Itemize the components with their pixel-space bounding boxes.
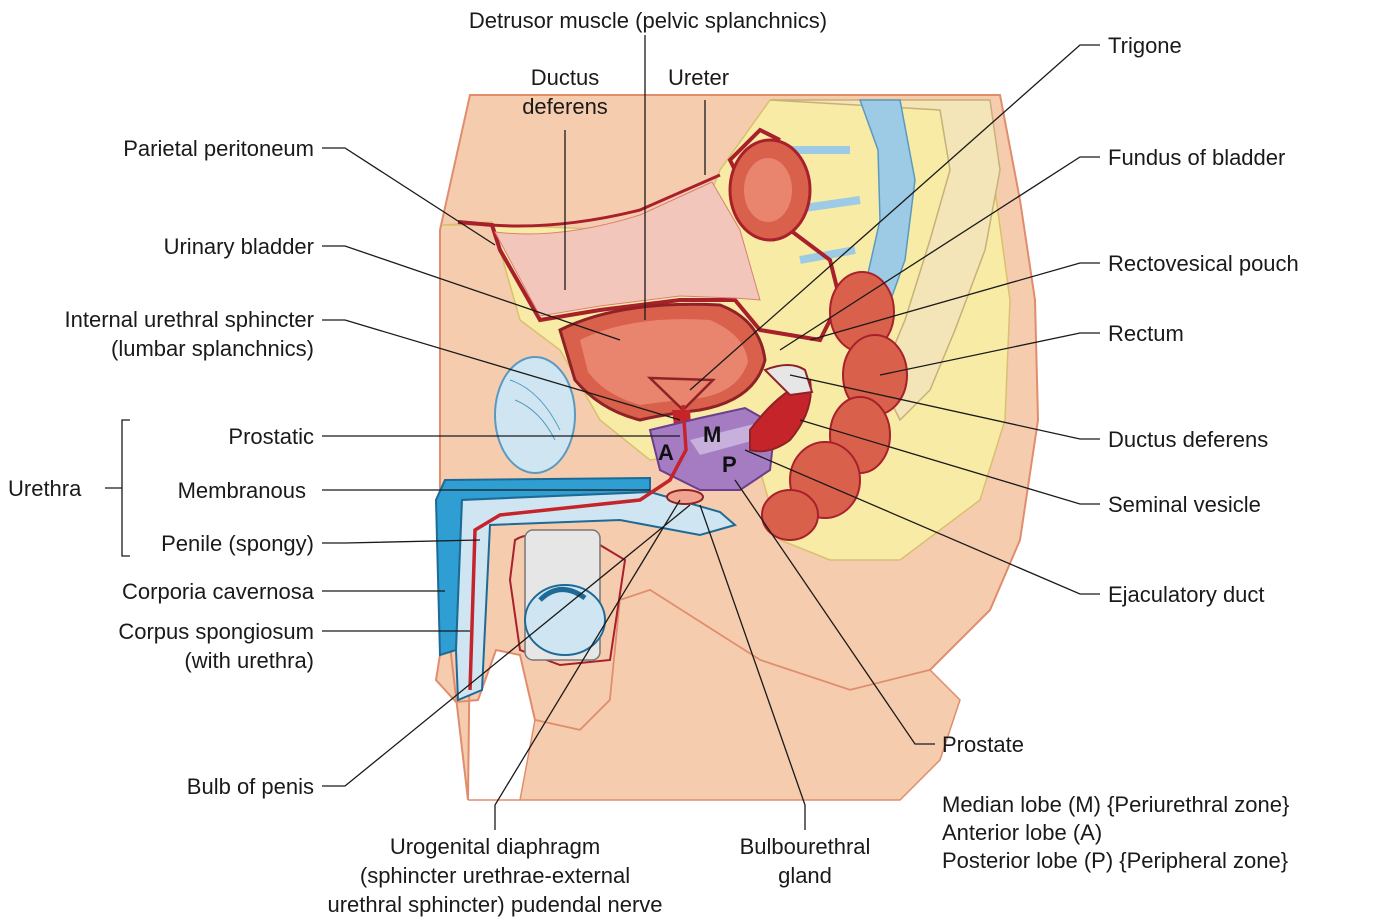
label-internal-sphincter-1: Internal urethral sphincter bbox=[0, 305, 314, 334]
label-ureter: Ureter bbox=[668, 63, 729, 92]
label-rectovesical: Rectovesical pouch bbox=[1108, 249, 1299, 278]
label-fundus: Fundus of bladder bbox=[1108, 143, 1285, 172]
label-membranous: Membranous bbox=[0, 476, 306, 505]
label-prostate: Prostate bbox=[942, 730, 1024, 759]
legend-median: Median lobe (M) {Periurethral zone} bbox=[942, 790, 1289, 819]
label-urogenital-3: urethral sphincter) pudendal nerve bbox=[280, 890, 710, 919]
label-prostatic: Prostatic bbox=[0, 422, 314, 451]
label-ejaculatory-duct: Ejaculatory duct bbox=[1108, 580, 1265, 609]
bulbourethral-gland bbox=[667, 490, 703, 504]
legend-posterior: Posterior lobe (P) {Peripheral zone} bbox=[942, 846, 1288, 875]
label-corporia-cavernosa: Corporia cavernosa bbox=[0, 577, 314, 606]
label-corpus-spongiosum-2: (with urethra) bbox=[0, 646, 314, 675]
label-ductus-deferens-right: Ductus deferens bbox=[1108, 425, 1268, 454]
label-bulb-of-penis: Bulb of penis bbox=[0, 772, 314, 801]
lobe-marker-median: M bbox=[703, 422, 721, 447]
label-parietal-peritoneum: Parietal peritoneum bbox=[0, 134, 314, 163]
label-internal-sphincter-2: (lumbar splanchnics) bbox=[0, 334, 314, 363]
label-trigone: Trigone bbox=[1108, 31, 1182, 60]
label-ductus-deferens-top-1: Ductus bbox=[500, 63, 630, 92]
label-penile: Penile (spongy) bbox=[0, 529, 314, 558]
pubic-symphysis bbox=[495, 357, 575, 473]
label-ductus-deferens-top-2: deferens bbox=[500, 92, 630, 121]
label-urogenital-1: Urogenital diaphragm bbox=[280, 832, 710, 861]
label-seminal-vesicle: Seminal vesicle bbox=[1108, 490, 1261, 519]
lobe-marker-posterior: P bbox=[722, 452, 737, 477]
label-urogenital-2: (sphincter urethrae-external bbox=[280, 861, 710, 890]
label-bulbourethral-1: Bulbourethral bbox=[715, 832, 895, 861]
label-corpus-spongiosum-1: Corpus spongiosum bbox=[0, 617, 314, 646]
label-rectum: Rectum bbox=[1108, 319, 1184, 348]
label-urinary-bladder: Urinary bladder bbox=[0, 232, 314, 261]
label-bulbourethral-2: gland bbox=[715, 861, 895, 890]
legend-anterior: Anterior lobe (A) bbox=[942, 818, 1102, 847]
label-detrusor: Detrusor muscle (pelvic splanchnics) bbox=[428, 6, 868, 35]
lobe-marker-anterior: A bbox=[658, 440, 674, 465]
